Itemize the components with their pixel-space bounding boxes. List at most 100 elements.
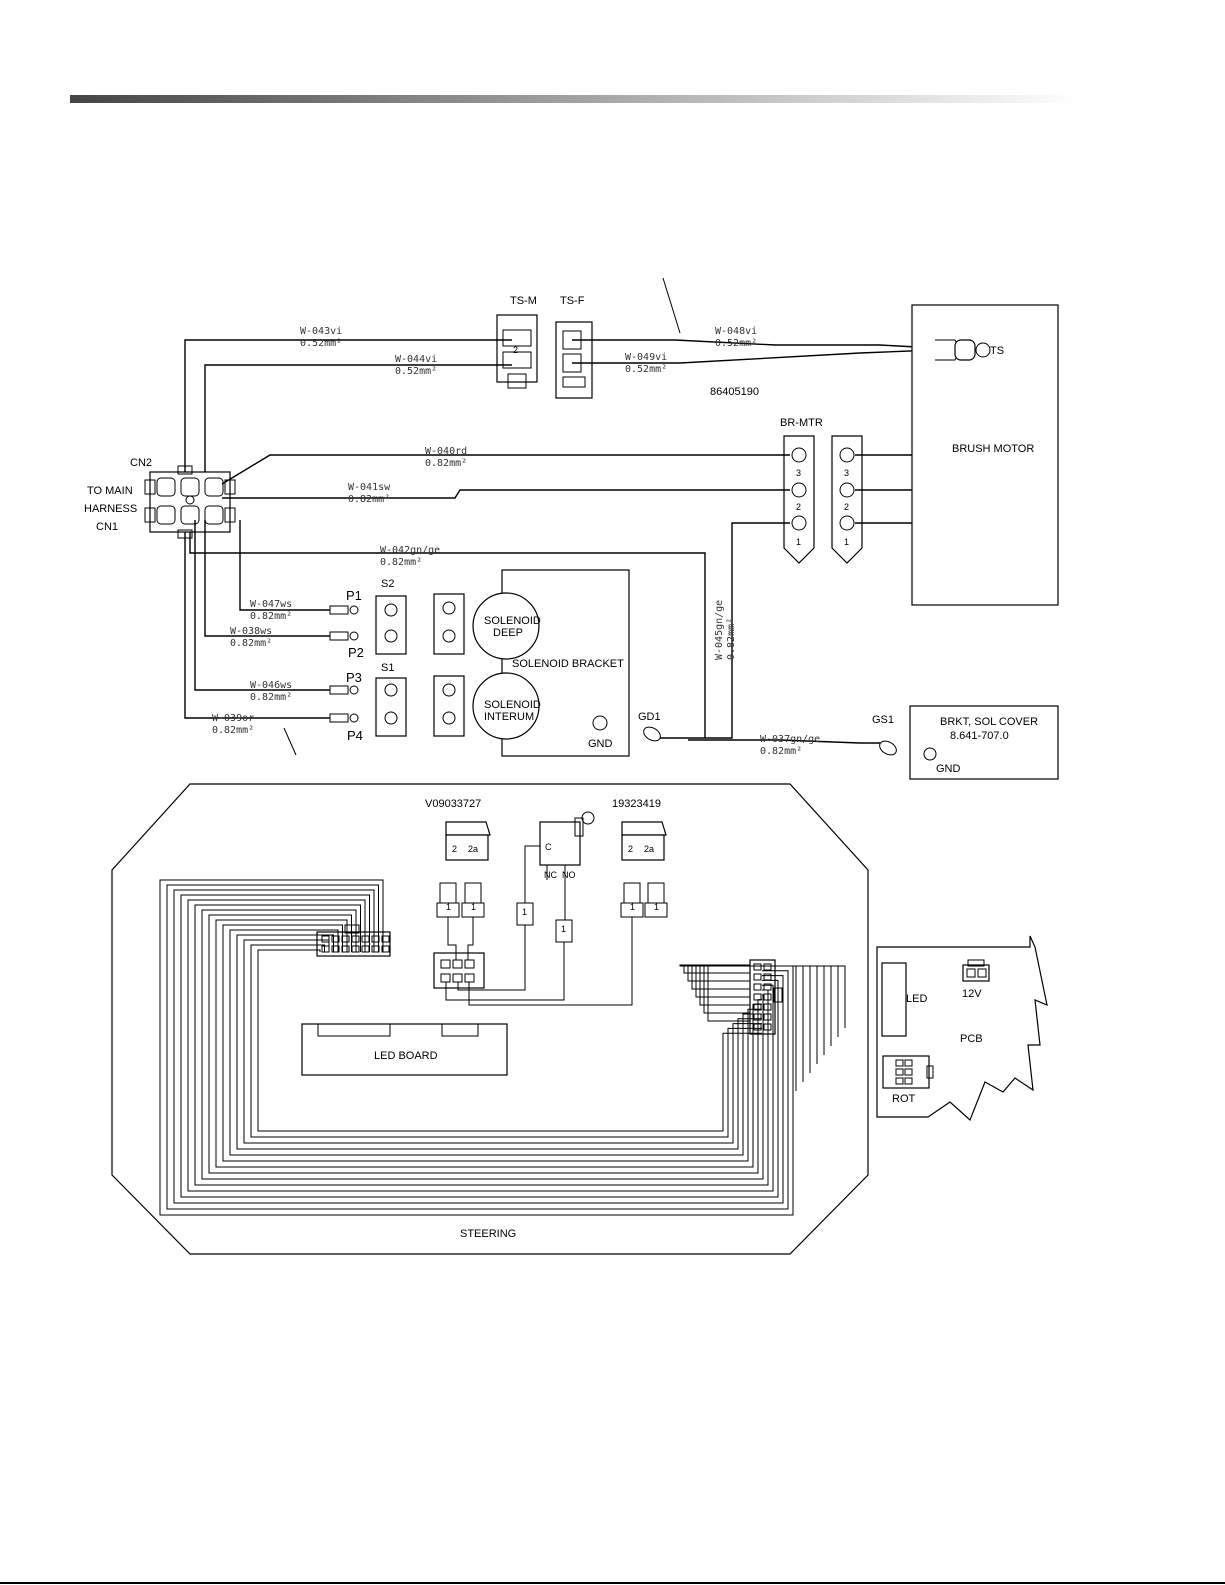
wire-w047-label: W-047ws (250, 599, 292, 610)
gd1-ring-terminal (643, 726, 688, 742)
solenoid-deep-label-2: DEEP (493, 627, 523, 639)
ts-f-label: TS-F (560, 295, 585, 307)
harness-wire (173, 889, 784, 1204)
wire-w044 (204, 364, 512, 472)
harness-wire (201, 909, 764, 1180)
harness-wire (679, 964, 846, 1028)
pcb-led-label: LED (906, 993, 927, 1005)
ts-thermal-sensor (935, 339, 991, 361)
wire-w040 (221, 454, 790, 485)
harness-wire (215, 919, 762, 1168)
pcb-rot-connector (882, 1055, 930, 1089)
harness-wire (187, 899, 774, 1192)
wire-w037-label: W-037gn/ge (760, 734, 820, 745)
wire-w043-label: W-043vi (300, 326, 342, 337)
micro-pin-c: C (545, 842, 552, 852)
harness-wire (222, 924, 762, 1162)
cn2-label: CN2 (130, 457, 152, 469)
harness-wire (707, 965, 797, 1091)
harness-wire (166, 884, 789, 1210)
wire-w039 (184, 532, 330, 719)
steering-label: STEERING (460, 1228, 516, 1240)
wire-w041-size: 0.82mm² (348, 494, 390, 505)
wire-w037-size: 0.82mm² (760, 746, 802, 757)
gd1-label: GD1 (638, 711, 661, 723)
wire-w038-label: W-038ws (230, 626, 272, 637)
ts-m-pin-2: 2 (513, 345, 518, 355)
solenoid-deep-label-1: SOLENOID (484, 615, 541, 627)
wire-w042-size: 0.82mm² (380, 557, 422, 568)
wire-w038-size: 0.82mm² (230, 638, 272, 649)
terminal-p1 (329, 605, 359, 615)
spade-pin-f: 1 (654, 902, 659, 912)
s2-label: S2 (381, 578, 394, 590)
harness-wire (208, 914, 762, 1174)
wire-w048-label: W-048vi (715, 326, 757, 337)
harness-wire (699, 965, 811, 1073)
terminal-p4 (329, 713, 359, 723)
wire-w046-size: 0.82mm² (250, 692, 292, 703)
wire-w038 (204, 520, 330, 637)
led-board-label: LED BOARD (374, 1050, 438, 1062)
ts-f-connector (555, 321, 593, 399)
top-rule (70, 95, 1080, 103)
wire-w046-label: W-046ws (250, 680, 292, 691)
micro-switch (539, 811, 595, 866)
wire-w047-size: 0.82mm² (250, 611, 292, 622)
rocker-right-pin-2a: 2a (644, 844, 654, 854)
solenoid-interum-plug (433, 675, 465, 737)
ts-m-connector (496, 314, 538, 389)
s1-connector (375, 677, 407, 737)
s2-connector (375, 595, 407, 655)
wire-w045 (688, 522, 790, 739)
p1-label: P1 (346, 588, 362, 603)
gs1-label: GS1 (872, 714, 894, 726)
harness-wire (683, 965, 839, 1037)
ts-m-label: TS-M (510, 295, 537, 307)
br-mtr-label: BR-MTR (780, 417, 823, 429)
wire-w044-label: W-044vi (395, 354, 437, 365)
callout-line-2 (283, 727, 297, 756)
harness-wire (695, 965, 818, 1064)
part-19323419: 19323419 (612, 798, 661, 810)
spade-pin-a: 1 (446, 902, 451, 912)
bracket-gnd-label: GND (588, 738, 613, 750)
br-mtr-connector-b (831, 435, 863, 564)
wire-w049-size: 0.52mm² (625, 364, 667, 375)
harness-wire (180, 894, 779, 1198)
br-mtr-b-pin-2: 2 (844, 502, 849, 512)
spade-pin-d: 1 (561, 924, 566, 934)
wire-w040-size: 0.82mm² (425, 458, 467, 469)
wire-w048 (572, 339, 936, 349)
terminal-p3 (329, 685, 359, 695)
part-86405190: 86405190 (710, 386, 759, 398)
harness-wire (194, 904, 769, 1186)
wire-w045-label: W-045gn/ge (714, 600, 725, 660)
harness-wire (250, 944, 762, 1138)
harness-wire (703, 965, 804, 1082)
p4-label: P4 (347, 728, 363, 743)
wire-w043-size: 0.52mm² (300, 338, 342, 349)
wire-w041-label: W-041sw (348, 482, 391, 493)
terminal-p2 (329, 631, 359, 641)
wire-w049 (572, 349, 936, 364)
cn2-connector (144, 465, 236, 539)
bracket-gnd-hole (592, 715, 608, 731)
spade-pin-b: 1 (471, 902, 476, 912)
wire-w045-size: 0.82mm² (726, 618, 737, 660)
harness-wire (229, 929, 762, 1156)
wire-w040-label: W-040rd (425, 446, 467, 457)
gs1-ring-terminal (860, 740, 897, 756)
solenoid-interum-label-2: INTERUM (484, 711, 534, 723)
wire-w049-label: W-049vi (625, 352, 667, 363)
brush-motor-box (911, 304, 1059, 606)
solenoid-deep (472, 592, 540, 660)
wire-w039-label: W-039or (212, 713, 254, 724)
br-mtr-a-pin-2: 2 (796, 502, 801, 512)
rocker-left-pin-2a: 2a (468, 844, 478, 854)
wire-w039-size: 0.82mm² (212, 725, 254, 736)
wire-w042 (189, 532, 706, 738)
wire-w042-label: W-042gn/ge (380, 545, 440, 556)
harness-wire (687, 965, 832, 1046)
harness-wire (691, 965, 825, 1055)
